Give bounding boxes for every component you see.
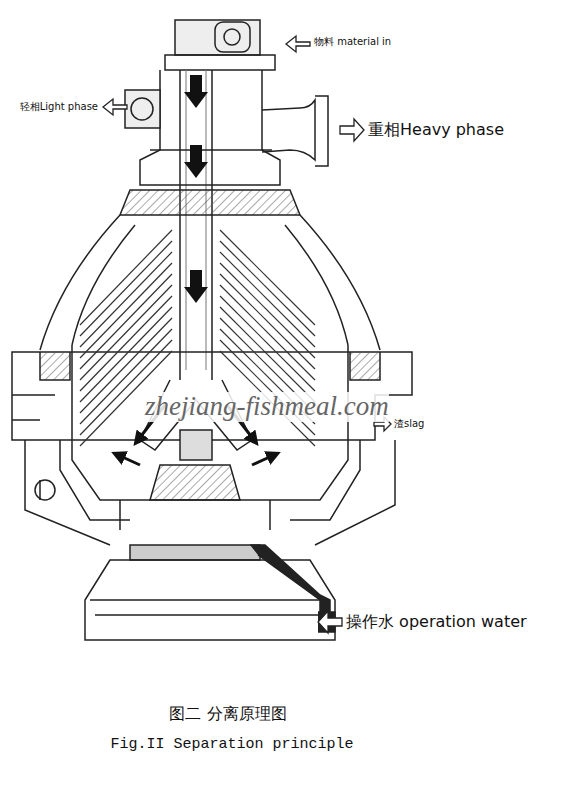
figure-caption: Fig.II Separation principle <box>110 737 353 754</box>
outlet-label: 渣slag <box>394 418 424 429</box>
inlet-label: 操作水 operation water <box>346 613 527 631</box>
watermark: zhejiang-fishmeal.com <box>145 392 389 422</box>
outlet-label: 重相Heavy phase <box>368 121 504 139</box>
inlet-label: 物料 material in <box>314 36 391 47</box>
figure-caption: 图二 分离原理图 <box>169 705 286 723</box>
outlet-label: 轻相Light phase <box>20 101 98 112</box>
